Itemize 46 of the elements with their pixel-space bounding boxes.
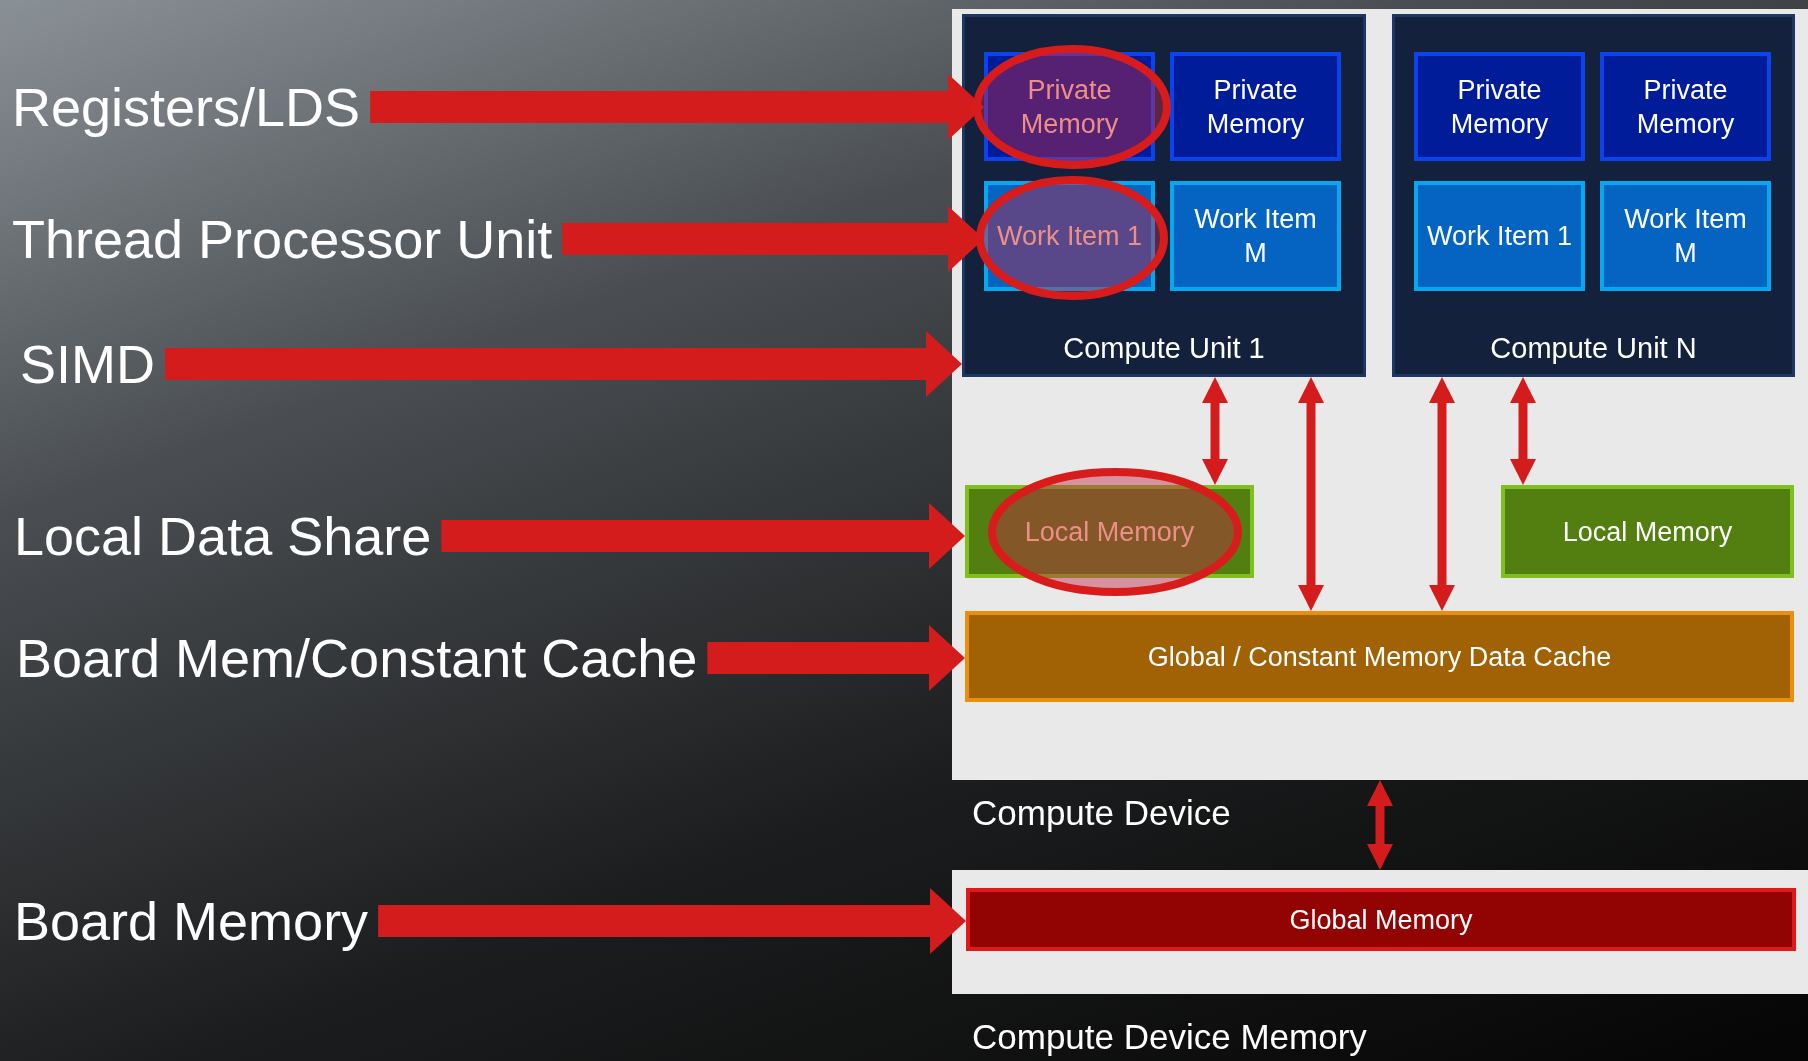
- block-label: Global / Constant Memory Data Cache: [1147, 640, 1612, 674]
- arrow: [1429, 377, 1455, 611]
- work-item-block: [1600, 181, 1771, 291]
- panel-heading: Compute Device: [972, 792, 1231, 833]
- annotation-text: SIMD: [20, 332, 155, 396]
- block-label: Work Item 1: [1426, 220, 1572, 253]
- block-label: Work Item M: [1193, 203, 1318, 270]
- arrow: [370, 74, 984, 140]
- arrow: [1202, 377, 1228, 485]
- panel-heading: Compute Unit N: [1489, 331, 1698, 366]
- arrow: [441, 503, 965, 569]
- compute-unit-panel: [1392, 14, 1795, 377]
- panel-heading: Compute Unit 1: [1062, 331, 1266, 366]
- panel-heading: Compute Device Memory: [972, 1016, 1367, 1057]
- global-memory-block: [966, 888, 1796, 951]
- annotation-text: Board Memory: [14, 889, 369, 953]
- private-memory-block: [984, 52, 1155, 161]
- arrow: [1510, 377, 1536, 485]
- local-memory-block: [965, 485, 1254, 578]
- work-item-block: [1414, 181, 1585, 291]
- private-memory-block: [1414, 52, 1585, 161]
- arrow: [378, 888, 966, 954]
- local-memory-block: [1501, 485, 1794, 578]
- work-item-block: [984, 181, 1155, 291]
- arrow: [1367, 780, 1393, 870]
- compute-unit-panel: [962, 14, 1366, 377]
- block-label: Private Memory: [1205, 73, 1306, 141]
- block-label: Global Memory: [1289, 903, 1473, 937]
- block-label: Work Item M: [1623, 203, 1748, 270]
- annotation-text: Board Mem/Constant Cache: [16, 626, 698, 690]
- block-label: Private Memory: [1635, 73, 1736, 141]
- block-label: Private Memory: [1449, 73, 1550, 141]
- arrow: [165, 331, 962, 397]
- annotation-text: Registers/LDS: [12, 75, 361, 139]
- block-label: Local Memory: [1562, 515, 1733, 549]
- annotation-text: Local Data Share: [14, 504, 432, 568]
- block-label: Private Memory: [1019, 73, 1120, 141]
- data-cache-block: [965, 611, 1794, 702]
- arrow: [707, 625, 965, 691]
- arrow: [1298, 377, 1324, 611]
- annotation-text: Thread Processor Unit: [12, 207, 553, 271]
- block-label: Local Memory: [1024, 515, 1195, 549]
- private-memory-block: [1170, 52, 1341, 161]
- block-label: Work Item 1: [996, 220, 1142, 253]
- private-memory-block: [1600, 52, 1771, 161]
- work-item-block: [1170, 181, 1341, 291]
